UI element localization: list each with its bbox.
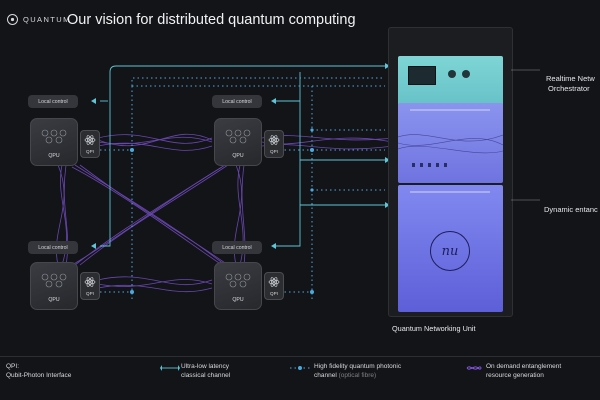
orchestrator-label-line1: Realtime Netw	[546, 74, 595, 83]
qpu-label: QPU	[232, 297, 244, 303]
networking-unit-rack: nu	[388, 27, 513, 317]
local-control-label: Local control	[28, 241, 78, 254]
qpi-block: QPI	[80, 272, 100, 300]
legend-divider	[0, 356, 600, 357]
photonic-channel-icon	[290, 366, 310, 370]
legend-entanglement: On demand entanglement resource generati…	[486, 362, 561, 380]
display-screen	[408, 66, 436, 85]
legend-qpi-desc: Qubit-Photon Interface	[6, 372, 72, 379]
atom-icon	[268, 135, 280, 145]
rack-caption: Quantum Networking Unit	[392, 324, 476, 333]
orchestrator-label: Realtime Netw Orchestrator	[546, 74, 595, 94]
local-control-label: Local control	[212, 95, 262, 108]
vent-strip	[410, 109, 490, 111]
legend-classical-line2: classical channel	[181, 372, 231, 379]
control-knob	[448, 70, 456, 78]
entanglement-icon	[466, 366, 482, 370]
brand-name: QUANTUM	[23, 15, 71, 24]
local-control-label: Local control	[212, 241, 262, 254]
atom-icon	[84, 135, 96, 145]
entanglement-panel	[398, 103, 503, 183]
qpu-block: QPU	[214, 118, 262, 166]
legend-entangle-line1: On demand entanglement	[486, 363, 562, 370]
legend-classical-line1: Ultra-low latency	[181, 363, 230, 370]
photonic-dots	[130, 128, 314, 294]
qpu-block: QPU	[30, 118, 78, 166]
legend-photonic-line2-wrap: channel (optical fibre)	[314, 371, 401, 380]
legend-photonic: High fidelity quantum photonic channel (…	[314, 362, 401, 380]
qpu-block: QPU	[214, 262, 262, 310]
qpi-block: QPI	[264, 130, 284, 158]
qpi-label: QPI	[270, 149, 278, 154]
legend-photonic-note: (optical fibre)	[338, 372, 377, 379]
classical-channels	[100, 65, 385, 247]
qpu-label: QPU	[48, 153, 60, 159]
qubit-cluster-icon	[41, 273, 67, 288]
legend-qpi: QPI: Qubit-Photon Interface	[6, 362, 71, 380]
vent-strip	[410, 191, 490, 193]
qpu-label: QPU	[48, 297, 60, 303]
fibre-bundle	[398, 134, 503, 167]
local-control-label: Local control	[28, 95, 78, 108]
qpu-block: QPU	[30, 262, 78, 310]
orchestrator-label-line2: Orchestrator	[548, 84, 590, 93]
control-knob	[462, 70, 470, 78]
qubit-cluster-icon	[225, 273, 251, 288]
classical-arrowheads	[91, 63, 390, 249]
atom-icon	[84, 277, 96, 287]
legend-classical: Ultra-low latency classical channel	[181, 362, 230, 380]
qpu-label: QPU	[232, 153, 244, 159]
qpi-block: QPI	[264, 272, 284, 300]
qpi-label: QPI	[86, 149, 94, 154]
page-title: Our vision for distributed quantum compu…	[67, 12, 356, 28]
photonic-channels	[100, 77, 385, 300]
legend-entangle-line2: resource generation	[486, 372, 544, 379]
qpi-label: QPI	[86, 291, 94, 296]
legend-qpi-title: QPI:	[6, 363, 20, 370]
legend-photonic-line2: channel	[314, 372, 337, 379]
nu-logo: nu	[430, 231, 470, 271]
quantum-logo-icon	[7, 14, 18, 25]
classical-channel-icon	[160, 365, 180, 371]
entanglement-label: Dynamic entanc	[544, 205, 598, 214]
legend-photonic-line1: High fidelity quantum photonic	[314, 363, 402, 370]
brand-logo: QUANTUM	[6, 13, 71, 26]
atom-icon	[268, 277, 280, 287]
qpi-block: QPI	[80, 130, 100, 158]
qubit-cluster-icon	[41, 129, 67, 144]
qubit-cluster-icon	[225, 129, 251, 144]
qnu-main-panel: nu	[398, 185, 503, 312]
qpi-label: QPI	[270, 291, 278, 296]
